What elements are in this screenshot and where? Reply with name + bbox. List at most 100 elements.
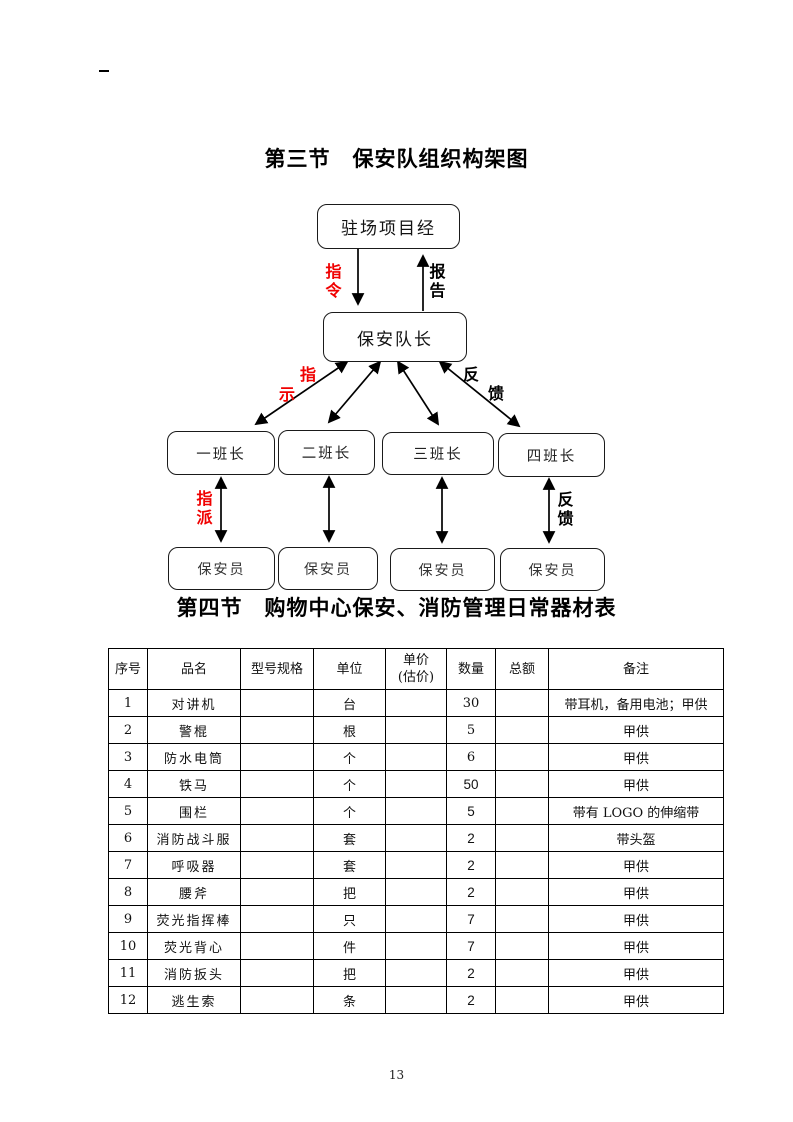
cell-name: 警棍 (147, 716, 241, 744)
cell-spec (240, 932, 314, 960)
cell-price (385, 743, 447, 771)
arrow-captain-squad3 (396, 360, 440, 426)
cell-name: 铁马 (147, 770, 241, 798)
cell-total (495, 743, 549, 771)
cell-spec (240, 986, 314, 1014)
arrow-captain-squad4 (438, 360, 521, 428)
org-node-guard4: 保安员 (500, 548, 605, 591)
cell-qty: 6 (446, 743, 496, 771)
cell-price (385, 878, 447, 906)
col-header-qty: 数量 (446, 648, 496, 690)
table-row: 12 逃生索 条 2 甲供 (108, 986, 724, 1014)
cell-unit: 条 (313, 986, 386, 1014)
cell-qty: 2 (446, 959, 496, 987)
org-node-guard1: 保安员 (168, 547, 275, 590)
cell-total (495, 878, 549, 906)
cell-unit: 把 (313, 878, 386, 906)
cell-total (495, 986, 549, 1014)
label-instruct-char1: 指 (300, 365, 317, 384)
cell-name: 荧光背心 (147, 932, 241, 960)
col-header-total: 总额 (495, 648, 549, 690)
cell-spec (240, 851, 314, 879)
cell-no: 1 (108, 689, 148, 717)
cell-unit: 个 (313, 797, 386, 825)
cell-qty: 2 (446, 986, 496, 1014)
cell-spec (240, 797, 314, 825)
table-row: 11 消防扳头 把 2 甲供 (108, 959, 724, 987)
cell-qty: 2 (446, 878, 496, 906)
table-row: 3 防水电筒 个 6 甲供 (108, 743, 724, 771)
cell-no: 8 (108, 878, 148, 906)
cell-spec (240, 824, 314, 852)
col-header-spec: 型号规格 (240, 648, 314, 690)
cell-qty: 5 (446, 716, 496, 744)
label-feedback-upper-char2: 馈 (488, 384, 505, 403)
cell-price (385, 770, 447, 798)
cell-qty: 30 (446, 689, 496, 717)
cell-price (385, 824, 447, 852)
cell-unit: 根 (313, 716, 386, 744)
table-row: 9 荧光指挥棒 只 7 甲供 (108, 905, 724, 933)
cell-name: 呼吸器 (147, 851, 241, 879)
cell-total (495, 905, 549, 933)
cell-spec (240, 770, 314, 798)
cell-total (495, 932, 549, 960)
org-node-squad3: 三班长 (382, 432, 494, 475)
cell-no: 6 (108, 824, 148, 852)
label-feedback-upper-char1: 反 (463, 365, 480, 384)
cell-qty: 2 (446, 851, 496, 879)
cell-total (495, 770, 549, 798)
org-node-guard3: 保安员 (390, 548, 495, 591)
section3-title: 第三节 保安队组织构架图 (264, 147, 529, 171)
cell-name: 消防扳头 (147, 959, 241, 987)
arrow-captain-squad2 (327, 360, 382, 424)
cell-price (385, 905, 447, 933)
cell-spec (240, 743, 314, 771)
cell-unit: 个 (313, 743, 386, 771)
col-header-note: 备注 (548, 648, 724, 690)
cell-qty: 5 (446, 797, 496, 825)
header-dash (99, 70, 109, 72)
table-row: 5 围栏 个 5 带有 LOGO 的伸缩带 (108, 797, 724, 825)
table-row: 8 腰斧 把 2 甲供 (108, 878, 724, 906)
label-command: 指令 (325, 262, 342, 300)
cell-spec (240, 905, 314, 933)
cell-price (385, 986, 447, 1014)
cell-note: 带有 LOGO 的伸缩带 (548, 797, 724, 825)
org-chart-arrows (214, 248, 556, 544)
cell-price (385, 797, 447, 825)
table-row: 7 呼吸器 套 2 甲供 (108, 851, 724, 879)
cell-unit: 把 (313, 959, 386, 987)
cell-qty: 7 (446, 932, 496, 960)
cell-name: 对讲机 (147, 689, 241, 717)
cell-unit: 套 (313, 851, 386, 879)
cell-name: 围栏 (147, 797, 241, 825)
cell-name: 消防战斗服 (147, 824, 241, 852)
cell-no: 9 (108, 905, 148, 933)
cell-total (495, 797, 549, 825)
org-node-guard2: 保安员 (278, 547, 378, 590)
label-instruct-char2: 示 (279, 385, 296, 404)
cell-no: 4 (108, 770, 148, 798)
cell-spec (240, 959, 314, 987)
cell-note: 带耳机，备用电池；甲供 (548, 689, 724, 717)
table-row: 1 对讲机 台 30 带耳机，备用电池；甲供 (108, 689, 724, 717)
table-row: 6 消防战斗服 套 2 带头盔 (108, 824, 724, 852)
cell-no: 10 (108, 932, 148, 960)
label-feedback-lower: 反馈 (557, 490, 574, 528)
col-header-price: 单价 (估价) (385, 648, 447, 690)
cell-note: 甲供 (548, 905, 724, 933)
cell-name: 腰斧 (147, 878, 241, 906)
cell-name: 荧光指挥棒 (147, 905, 241, 933)
cell-name: 防水电筒 (147, 743, 241, 771)
cell-price (385, 851, 447, 879)
cell-note: 甲供 (548, 878, 724, 906)
cell-no: 2 (108, 716, 148, 744)
cell-spec (240, 878, 314, 906)
table-header-row: 序号 品名 型号规格 单位 单价 (估价) 数量 总额 备注 (108, 648, 724, 690)
cell-unit: 个 (313, 770, 386, 798)
table-row: 2 警棍 根 5 甲供 (108, 716, 724, 744)
col-header-name: 品名 (147, 648, 241, 690)
cell-note: 甲供 (548, 743, 724, 771)
cell-qty: 2 (446, 824, 496, 852)
